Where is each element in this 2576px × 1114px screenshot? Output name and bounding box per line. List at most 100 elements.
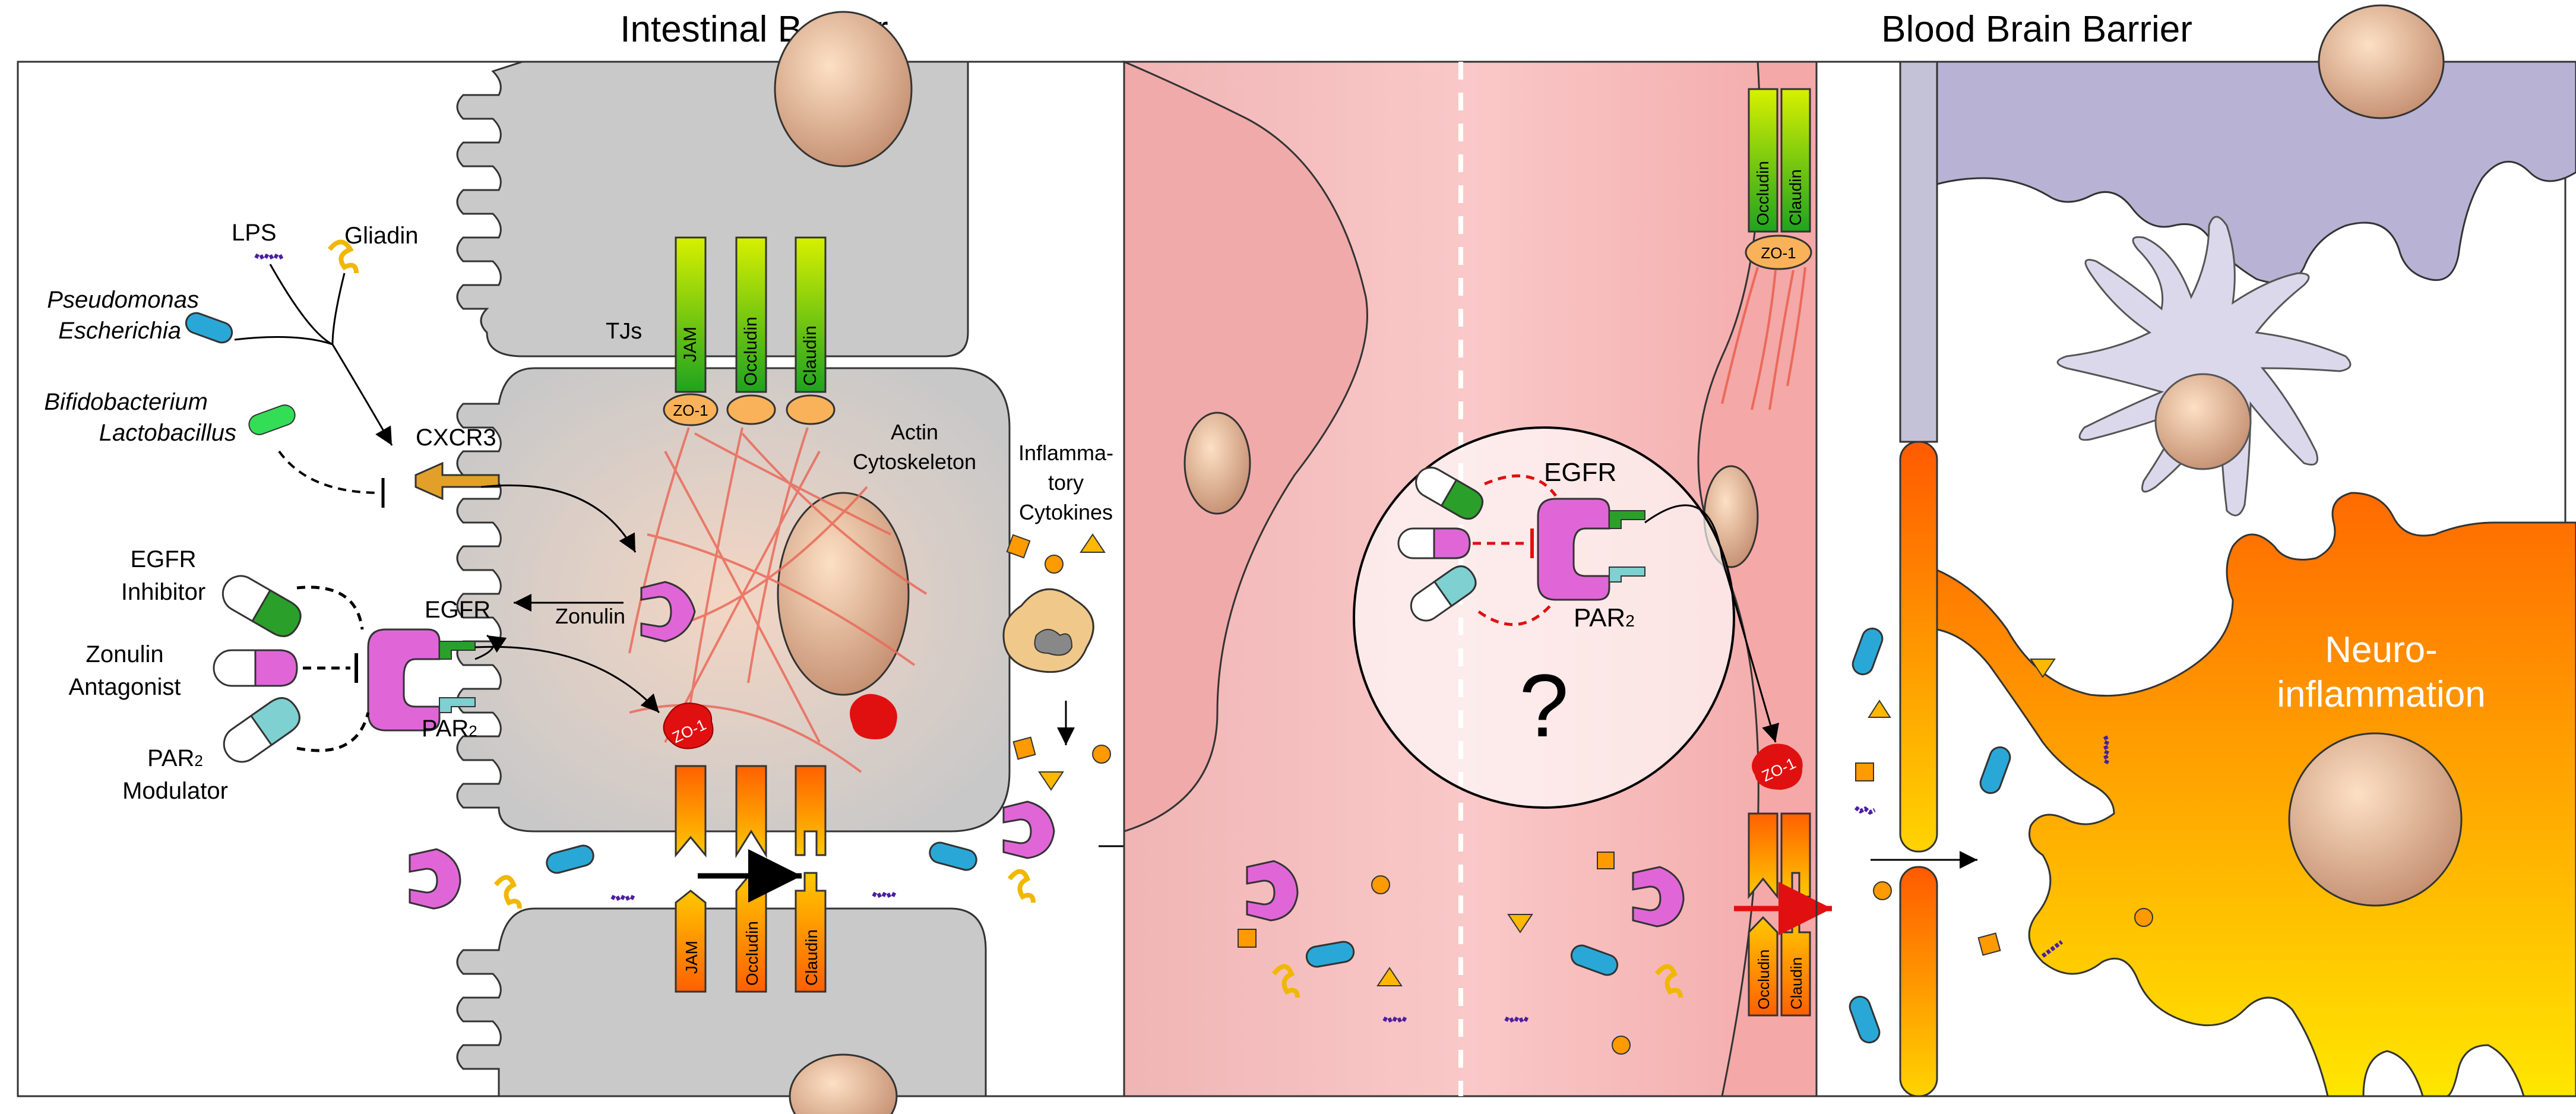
pseudomonas-bacterium-icon <box>185 312 233 344</box>
claudin-label-top: Claudin <box>800 325 820 386</box>
bbb-drug-inhibition-lines <box>1473 474 1558 626</box>
bacterium-blood-icon-2 <box>1570 944 1619 976</box>
zo1-free-blob-2 <box>850 694 897 739</box>
zo1-top-3 <box>786 394 836 425</box>
bbb-occludin-lower <box>1748 916 1778 1017</box>
lps-lumen-icon-2 <box>872 891 898 898</box>
gliadin-blood-icon-2 <box>1654 964 1683 998</box>
par2-bbb-main: PAR <box>1574 603 1625 632</box>
zo1-top-label: ZO-1 <box>673 401 708 419</box>
jam-label-bottom: JAM <box>682 941 701 974</box>
egfr-par2-complex-bbb <box>1537 498 1645 601</box>
lps-blood-icon-2 <box>1504 1016 1530 1023</box>
question-mark: ? <box>1519 656 1568 755</box>
capsule-pink-bbb-icon <box>1397 527 1471 559</box>
zonulin-blood-icon-2 <box>1632 866 1685 928</box>
egfr-inhibitor-label-2: Inhibitor <box>121 579 205 605</box>
bbb-membrane-lower-2 <box>1899 866 1938 1097</box>
jam-upper-broken <box>675 765 707 858</box>
zo1-top-1 <box>663 393 719 426</box>
occludin-bar-top <box>735 236 767 393</box>
occludin-label-top: Occludin <box>741 317 761 386</box>
egfr-to-zo1-arrow <box>474 645 660 714</box>
bbb-membrane-upper <box>1899 61 1938 443</box>
cxcr3-to-zonulin-arrow <box>480 484 637 553</box>
reactive-astrocyte-cell <box>1936 492 2576 1097</box>
par2-left-sub: 2 <box>469 722 477 740</box>
lps-label: LPS <box>232 220 277 246</box>
cytokine-blood-square-2 <box>1597 852 1615 869</box>
gliadin-lumen-icon-1 <box>493 875 522 909</box>
par2-modulator-label-1: PAR2 <box>147 745 203 771</box>
cytokine-blood-triangle-1 <box>1376 967 1403 986</box>
cytokine-blood-circle-1 <box>1371 875 1390 894</box>
bbb-zo1-top <box>1745 235 1812 270</box>
escherichia-label: Escherichia <box>58 318 181 344</box>
cytokine-triangle-2 <box>1038 771 1064 791</box>
bbb-zo1-top-label: ZO-1 <box>1761 244 1796 262</box>
par2-mod-sub: 2 <box>194 752 202 770</box>
cytokine-blood-triangle-2 <box>1507 914 1533 933</box>
par2-modulator-capsule-icon <box>223 697 300 763</box>
cytokines-label-3: Cytokines <box>1019 500 1113 524</box>
endothelial-nucleus-left <box>1183 412 1251 515</box>
zo1-free-blob <box>663 702 714 749</box>
epithelial-cell-bottom <box>456 907 987 1097</box>
lactobacillus-label: Lactobacillus <box>99 420 236 446</box>
bbb-tight-junctions-bottom: Occludin Claudin ZO-1 <box>1734 743 1832 1017</box>
gliadin-blood-icon-1 <box>1271 964 1300 998</box>
occludin-label-bottom: Occludin <box>743 921 761 986</box>
tight-junction-proteins-bottom: JAM Occludin Claudin <box>675 765 827 993</box>
lps-blood-icon-1 <box>1382 1016 1409 1023</box>
zonulin-lumen-icon-1 <box>409 848 461 910</box>
bacterium-blood-icon-1 <box>1305 941 1355 968</box>
bbb-claudin-label-top: Claudin <box>1786 169 1805 226</box>
microglia-nucleus <box>2154 373 2252 470</box>
cytokine-triangle-1 <box>1080 533 1106 553</box>
bbb-occludin-label-bottom: Occludin <box>1755 950 1773 1009</box>
capsule-green-bbb-icon <box>1415 467 1484 520</box>
cytokine-brain-triangle-2 <box>1868 700 1891 718</box>
zonulin-antagonist-label-2: Antagonist <box>68 674 181 700</box>
jam-label-top: JAM <box>681 327 700 362</box>
lps-icon <box>254 253 285 260</box>
blood-brain-barrier-title: Blood Brain Barrier <box>1881 9 2192 50</box>
cytokine-blood-square-1 <box>1238 929 1257 948</box>
zonulin-blood-icon-1 <box>1246 860 1299 922</box>
par2-label-bbb: PAR2 <box>1574 603 1635 632</box>
microbe-convergence-lines <box>234 264 393 446</box>
astrocyte-top <box>1936 61 2576 284</box>
brain-region: Neuro- inflammation <box>1849 4 2576 1097</box>
bbb-membrane-lower-1 <box>1899 441 1938 853</box>
cytokine-brain-square-2 <box>1977 932 2001 956</box>
cytokine-circle-1 <box>1045 555 1064 574</box>
jam-lower <box>675 890 707 993</box>
bifidobacterium-bacterium-icon <box>248 404 296 435</box>
cytokine-circle-2 <box>1092 745 1111 764</box>
probiotic-inhibition-line <box>278 450 381 494</box>
zonulin-antagonist-capsule-icon <box>213 649 298 687</box>
bbb-zo1-free <box>1752 743 1803 790</box>
bbb-occludin-bar <box>1748 88 1778 233</box>
zo1-top-2 <box>726 394 776 425</box>
nucleus-bottom <box>789 1053 898 1114</box>
tight-junction-proteins-top: JAM Occludin Claudin ZO-1 TJs <box>606 236 836 426</box>
actin-filaments <box>628 427 928 773</box>
egfr-inhibitor-capsule-icon <box>221 575 302 637</box>
bbb-claudin-label-bottom: Claudin <box>1787 957 1805 1009</box>
egfr-par2-complex-left <box>367 628 476 732</box>
bacterium-brain-icon-1 <box>1852 627 1884 676</box>
pseudomonas-label: Pseudomonas <box>47 287 199 313</box>
neuroinflammation-label-1: Neuro- <box>2325 629 2438 670</box>
bbb-gap-particle <box>1873 881 1892 900</box>
bacterium-brain-icon-2 <box>1979 746 2011 795</box>
jam-bar-top <box>675 236 707 393</box>
par2-left-main: PAR <box>422 716 469 742</box>
reactive-astrocyte-nucleus <box>2288 732 2463 907</box>
egfr-inhibitor-label-1: EGFR <box>130 546 196 572</box>
cxcr3-receptor-icon <box>414 461 500 501</box>
claudin-bar-top <box>795 236 827 393</box>
gliadin-lumen-icon-2 <box>1007 869 1036 903</box>
cytokines-label-2: tory <box>1048 470 1084 495</box>
egfr-to-bbb-zo1-arrow <box>1644 504 1780 743</box>
